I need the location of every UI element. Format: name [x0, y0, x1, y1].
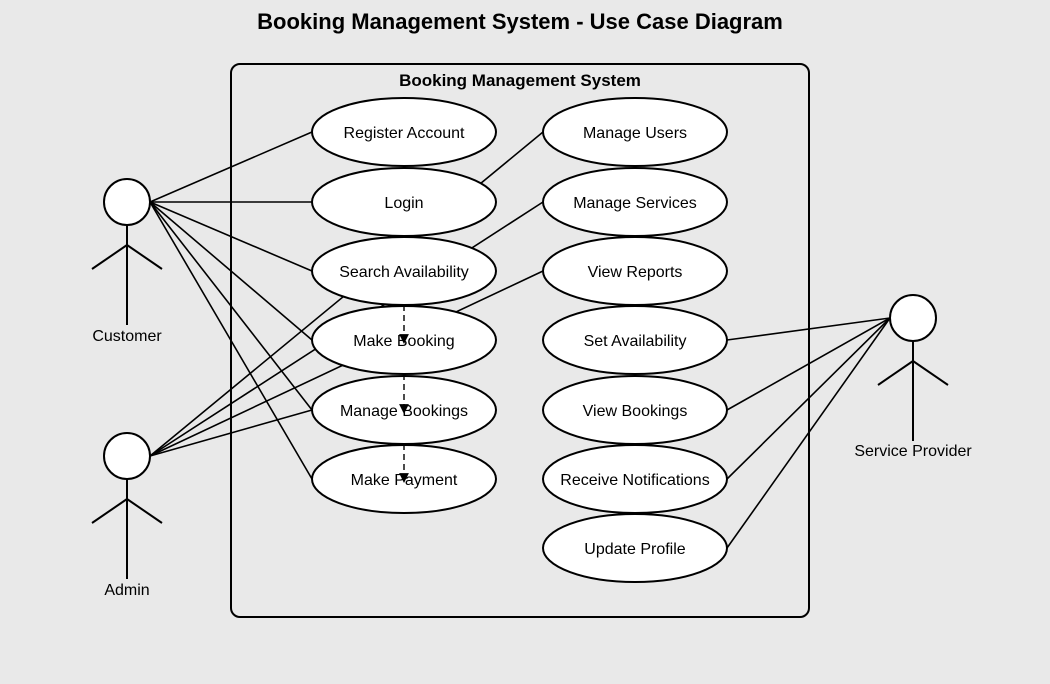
use-case-ellipse: [311, 97, 497, 167]
use-case-label: Set Availability: [584, 333, 687, 350]
use-case-register-account[interactable]: Register Account: [311, 97, 497, 167]
use-case-view-bookings[interactable]: View Bookings: [542, 375, 728, 445]
use-case-login[interactable]: Login: [311, 167, 497, 237]
use-case-search-availability[interactable]: Search Availability: [311, 236, 497, 306]
stick-figure-icon: [91, 432, 163, 579]
stick-figure-icon: [877, 294, 949, 441]
association-provider-receive-notifications: [726, 317, 891, 480]
use-case-receive-notifications[interactable]: Receive Notifications: [542, 444, 728, 514]
association-provider-view-bookings: [726, 317, 891, 411]
use-case-label: Register Account: [344, 125, 466, 142]
association-customer-make-booking: [149, 201, 313, 341]
association-customer-manage-bookings: [149, 201, 313, 411]
use-case-ellipse: [542, 513, 728, 583]
actor-provider: Service Provider: [854, 294, 972, 460]
use-case-label: Search Availability: [339, 264, 469, 281]
actor-label: Customer: [92, 328, 162, 345]
use-case-manage-users[interactable]: Manage Users: [542, 97, 728, 167]
association-provider-set-availability: [726, 317, 891, 341]
use-case-label: Manage Users: [583, 125, 687, 142]
association-customer-register-account: [149, 131, 313, 203]
use-case-label: Update Profile: [584, 541, 685, 558]
association-provider-update-profile: [726, 317, 891, 549]
stick-figure-icon: [91, 178, 163, 325]
use-case-update-profile[interactable]: Update Profile: [542, 513, 728, 583]
use-case-ellipse: [542, 97, 728, 167]
association-lines: [149, 131, 891, 549]
association-customer-make-payment: [149, 201, 313, 480]
diagram-title: Booking Management System - Use Case Dia…: [257, 9, 783, 34]
use-case-set-availability[interactable]: Set Availability: [542, 305, 728, 375]
system-boundary-label: Booking Management System: [399, 71, 641, 90]
actor-admin: Admin: [91, 432, 163, 599]
association-customer-search-availability: [149, 201, 313, 272]
use-case-manage-services[interactable]: Manage Services: [542, 167, 728, 237]
actor-customer: Customer: [91, 178, 163, 345]
use-case-label: Login: [384, 195, 423, 212]
use-case-label: Receive Notifications: [560, 472, 709, 489]
use-case-label: View Bookings: [583, 403, 688, 420]
actor-label: Service Provider: [854, 443, 972, 460]
association-admin-manage-bookings: [149, 409, 313, 457]
use-case-label: Manage Services: [573, 195, 697, 212]
use-case-label: View Reports: [588, 264, 683, 281]
use-case-ellipse: [542, 305, 728, 375]
actor-label: Admin: [104, 582, 149, 599]
use-case-view-reports[interactable]: View Reports: [542, 236, 728, 306]
